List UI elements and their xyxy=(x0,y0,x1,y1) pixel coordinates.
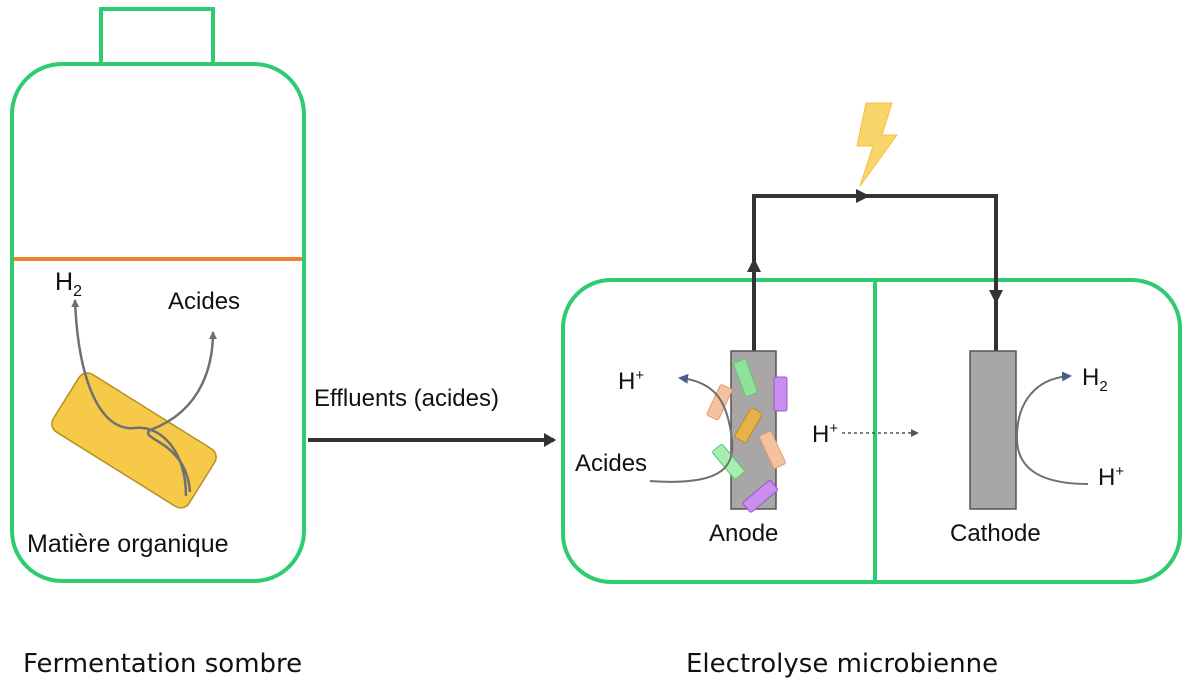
lightning-icon xyxy=(856,102,898,187)
effluent-transfer: Effluents (acides) xyxy=(308,385,556,447)
wire-arrow-down xyxy=(989,290,1003,304)
bacterium-icon xyxy=(773,376,788,412)
cathode-label: Cathode xyxy=(950,520,1041,547)
organic-matter-particle xyxy=(51,372,217,509)
wire-arrow-right xyxy=(856,189,870,203)
organic-matter-label: Matière organique xyxy=(27,530,229,558)
circuit-wire xyxy=(752,194,998,352)
effluent-label: Effluents (acides) xyxy=(314,385,499,412)
bacterium-icon xyxy=(733,358,758,397)
cathode-proton-label: H+ xyxy=(1098,463,1124,491)
fermentation-reactor: H2 Acides Matière organique xyxy=(10,7,306,583)
anode-acids-label: Acides xyxy=(575,450,647,477)
fermentation-h2-label: H2 xyxy=(55,268,82,300)
bacterium-icon xyxy=(706,384,733,421)
cathode-h2-label: H2 xyxy=(1082,364,1108,395)
reactor-cap xyxy=(99,7,215,66)
anode-reaction-arrow xyxy=(649,373,734,483)
cell-body xyxy=(561,278,1182,584)
bacterium-icon xyxy=(759,430,786,469)
cathode-electrode xyxy=(969,350,1017,510)
fermentation-acids-label: Acides xyxy=(168,288,240,315)
acids-flow-arrow xyxy=(146,331,217,493)
electrolysis-cell: H+ Acides Anode H+ H2 H+ Cathode xyxy=(561,102,1182,584)
anode-proton-label: H+ xyxy=(618,367,644,395)
anode-label: Anode xyxy=(709,520,778,547)
reactor-body xyxy=(10,62,306,583)
membrane-proton-label: H+ xyxy=(812,420,838,448)
cathode-reaction-arrow xyxy=(1015,371,1089,485)
bacterium-icon xyxy=(734,407,763,443)
bacteria-cluster xyxy=(706,358,788,513)
bacterium-icon xyxy=(742,480,778,513)
wire-arrow-up xyxy=(747,258,761,272)
electrolysis-caption: Electrolyse microbienne xyxy=(686,649,998,679)
fermentation-caption: Fermentation sombre xyxy=(23,649,302,679)
